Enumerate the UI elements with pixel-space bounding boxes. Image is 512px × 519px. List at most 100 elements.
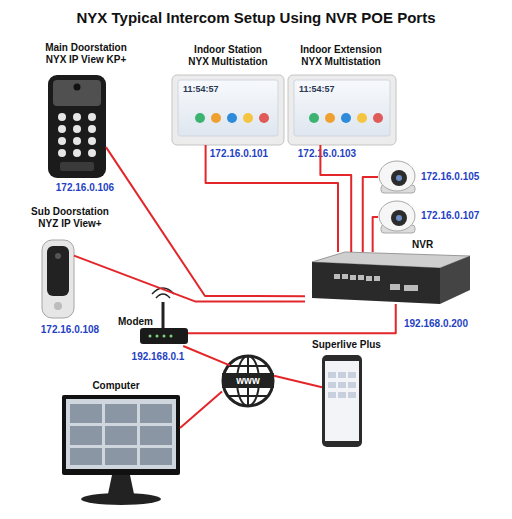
cable-line (188, 304, 396, 333)
tile (140, 448, 172, 465)
key (73, 137, 81, 145)
app-icon (357, 113, 367, 123)
ip-address: 172.16.0.108 (20, 324, 120, 336)
monitor-base (81, 493, 161, 505)
cell (338, 372, 346, 378)
screen (294, 80, 390, 136)
led (149, 335, 152, 338)
key (58, 113, 66, 121)
nvr-device (312, 252, 470, 304)
smartphone (322, 355, 362, 447)
tile (70, 404, 102, 423)
key (88, 113, 96, 121)
antenna (162, 302, 165, 329)
app-icon (227, 113, 237, 123)
port (358, 275, 364, 280)
nvr-node: NVR192.168.0.200 (305, 252, 470, 304)
computer-node: Computer (62, 395, 180, 505)
app-icon (341, 113, 351, 123)
key (73, 113, 81, 121)
ip-address: 172.16.0.105 (421, 171, 511, 183)
camera-lens (391, 210, 407, 226)
indoor-extension-device (288, 75, 396, 145)
ip-address: 192.168.0.1 (118, 351, 198, 363)
device-body (42, 240, 74, 318)
computer-monitor (62, 395, 180, 505)
cell (348, 382, 356, 388)
ip-address: 172.16.0.107 (421, 210, 511, 222)
app-icon (195, 113, 205, 123)
cell (338, 392, 346, 398)
app-icon (211, 113, 221, 123)
lens-glass (396, 215, 402, 221)
cable-line (206, 145, 338, 252)
key (88, 125, 96, 133)
monitor-frame (62, 395, 180, 475)
network-cable (320, 145, 351, 252)
key (88, 137, 96, 145)
key (58, 149, 66, 157)
tile (105, 404, 137, 423)
sub-doorstation-device (42, 240, 74, 318)
cell (328, 372, 336, 378)
camera-dome (379, 161, 415, 191)
network-cable (106, 147, 305, 296)
keypad (58, 113, 96, 157)
device-label: Computer (66, 380, 166, 392)
ip-address: 172.16.0.103 (282, 148, 372, 160)
camera-lens (391, 170, 407, 186)
led (163, 335, 166, 338)
device-label: Indoor Station NYX Multistation (185, 44, 271, 68)
network-cable (274, 376, 322, 387)
call-button (54, 302, 62, 310)
network-cable (363, 177, 378, 252)
led (156, 335, 159, 338)
cable-line (183, 346, 230, 365)
cable-line (320, 145, 351, 252)
key (88, 149, 96, 157)
modem-node: Modem192.168.0.1 (140, 288, 188, 346)
lens-glass (396, 175, 402, 181)
ip-address: 172.16.0.106 (30, 182, 140, 194)
device-label: Sub Doorstation NYZ IP View+ (22, 206, 118, 230)
key (58, 137, 66, 145)
tile (105, 448, 137, 465)
dome-camera (379, 161, 415, 193)
monitor-screen (66, 399, 176, 469)
port (404, 285, 418, 291)
phone-body (322, 355, 362, 447)
video-tiles (70, 404, 172, 465)
port (334, 274, 340, 279)
internet-node: www (222, 355, 274, 407)
cable-line (373, 217, 378, 252)
tile (140, 404, 172, 423)
app-icon (325, 113, 335, 123)
screen-clock: 11:54:57 (183, 84, 253, 94)
modem-body (140, 328, 188, 344)
internet-globe (222, 356, 274, 406)
port (342, 274, 348, 279)
cell (328, 382, 336, 388)
globe-band (222, 373, 274, 388)
camera-lens (74, 84, 81, 91)
network-cable (180, 391, 222, 428)
phone-screen (325, 361, 359, 441)
tile (105, 426, 137, 445)
doorstation-node: Main Doorstation NYX IP View KP+172.16.0… (48, 75, 106, 178)
leds (149, 335, 173, 338)
camera-lens (55, 253, 61, 259)
phone-node: Superlive Plus (322, 355, 362, 447)
globe-parallel (228, 365, 268, 367)
indoor-station-device (172, 75, 284, 145)
tile (140, 426, 172, 445)
ip-address: 192.168.0.200 (404, 318, 504, 330)
diagram-title: NYX Typical Intercom Setup Using NVR POE… (0, 9, 512, 26)
app-icon (309, 113, 319, 123)
tile (70, 448, 102, 465)
camera-dome (379, 201, 415, 231)
key (58, 125, 66, 133)
camera-panel (53, 80, 101, 106)
screen (178, 80, 278, 136)
card-reader (60, 162, 94, 171)
